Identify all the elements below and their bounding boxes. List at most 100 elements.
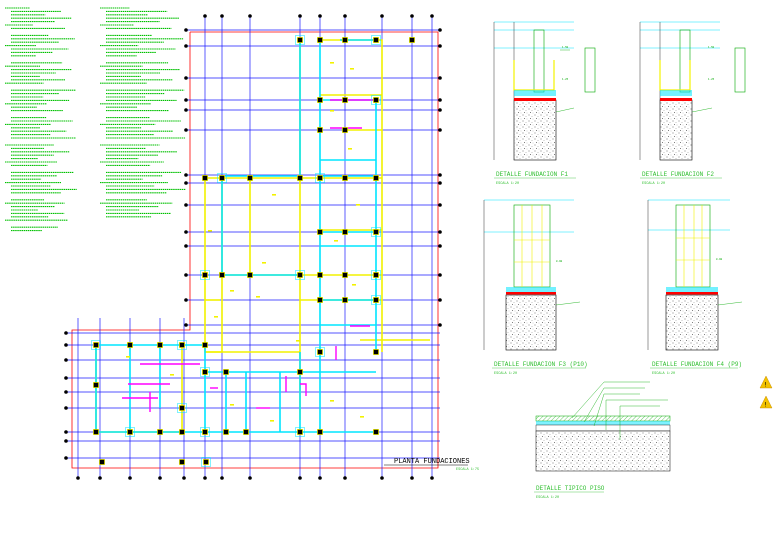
column-footing <box>342 127 348 133</box>
column-footing <box>297 369 303 375</box>
grid-axis-marker <box>438 128 442 132</box>
grid-axis-marker <box>438 28 442 32</box>
column-footing <box>127 429 133 435</box>
column-footing <box>202 342 208 348</box>
column-footing <box>179 459 185 465</box>
svg-text:0.90: 0.90 <box>556 260 563 263</box>
grid-axis-marker <box>318 14 322 18</box>
detail-piso-drawing <box>535 381 671 472</box>
column-footing <box>342 175 348 181</box>
column-footing <box>342 37 348 43</box>
grid-axis-marker <box>430 476 434 480</box>
grid-axis-marker <box>438 181 442 185</box>
grid-axis-marker <box>438 230 442 234</box>
grid-axis-marker <box>203 476 207 480</box>
grid-axis-marker <box>220 476 224 480</box>
detail-f1-title: DETALLE FUNDACION F1 <box>496 171 568 178</box>
plan-scale: ESCALA 1:75 <box>456 468 479 472</box>
grid-axis-markers <box>64 14 442 480</box>
detail-f2-scale: ESCALA 1:20 <box>642 182 665 186</box>
column-footing <box>179 405 185 411</box>
column-footing <box>317 297 323 303</box>
detail-f3-scale: ESCALA 1:20 <box>494 372 517 376</box>
column-footing <box>243 429 249 435</box>
column-footing <box>409 37 415 43</box>
svg-text:1.50: 1.50 <box>562 46 569 49</box>
column-footing <box>202 429 208 435</box>
grid-axis-marker <box>184 298 188 302</box>
grid-axis-marker <box>184 244 188 248</box>
grid-axis-marker <box>248 14 252 18</box>
detail-f4-drawing: 0.90 <box>647 199 743 351</box>
detail-f1-drawing: 1.50 1.25 <box>493 21 596 161</box>
column-footing <box>219 272 225 278</box>
detail-f4: 0.90 DETALLE FUNDACION F4 (P9) ESCALA 1:… <box>647 199 743 376</box>
column-footing <box>157 429 163 435</box>
svg-text:1.50: 1.50 <box>708 46 715 49</box>
grid-axis-marker <box>438 203 442 207</box>
grid-axis-marker <box>184 203 188 207</box>
column-footing <box>127 342 133 348</box>
column-footing <box>202 175 208 181</box>
grid-axis-marker <box>64 390 68 394</box>
svg-text:1.25: 1.25 <box>562 78 569 81</box>
column-footing <box>317 349 323 355</box>
general-notes-left <box>5 7 77 232</box>
grid-axis-marker <box>298 476 302 480</box>
grid-axis-marker <box>438 273 442 277</box>
column-footing <box>179 342 185 348</box>
svg-text:0.90: 0.90 <box>716 258 723 261</box>
column-footing <box>203 459 209 465</box>
grid-axis-marker <box>184 181 188 185</box>
svg-text:1.25: 1.25 <box>708 78 715 81</box>
column-footing <box>317 97 323 103</box>
column-footing <box>373 272 379 278</box>
column-footing <box>247 272 253 278</box>
grid-axis-marker <box>98 476 102 480</box>
grid-axis-marker <box>438 44 442 48</box>
site-boundary <box>71 31 439 469</box>
column-footing <box>297 175 303 181</box>
detail-f3-drawing: 0.90 <box>483 199 581 351</box>
grid-axis-marker <box>380 476 384 480</box>
grid-axis-marker <box>76 476 80 480</box>
column-footing <box>317 272 323 278</box>
column-footing <box>93 382 99 388</box>
grid-axis-marker <box>380 14 384 18</box>
grid-axis-marker <box>64 358 68 362</box>
detail-f2: 1.50 1.25 DETALLE FUNDACION F2 ESCALA 1:… <box>639 21 746 186</box>
grid-axis-marker <box>184 98 188 102</box>
detail-f4-scale: ESCALA 1:20 <box>652 372 675 376</box>
grid-axis-marker <box>220 14 224 18</box>
column-footing <box>342 272 348 278</box>
column-footing <box>317 429 323 435</box>
detail-piso: DETALLE TIPICO PISO ESCALA 1:20 <box>534 381 671 500</box>
grid-axis-marker <box>438 244 442 248</box>
svg-text:!: ! <box>765 402 767 409</box>
grid-axis-marker <box>64 439 68 443</box>
column-footing <box>373 229 379 235</box>
grid-axis-marker <box>184 230 188 234</box>
column-footing <box>93 342 99 348</box>
warning-triangle-icon: ! <box>759 375 773 389</box>
plan-annotations <box>126 62 364 422</box>
grid-axis-marker <box>343 14 347 18</box>
grid-axis-marker <box>184 323 188 327</box>
grid-axis-marker <box>438 298 442 302</box>
column-footing <box>317 37 323 43</box>
grid-axis-marker <box>410 14 414 18</box>
column-footing <box>202 272 208 278</box>
grid-axis-marker <box>438 173 442 177</box>
grid-axis-marker <box>438 108 442 112</box>
column-footing <box>219 175 225 181</box>
grid-axis-marker <box>438 323 442 327</box>
grid-axis-marker <box>128 476 132 480</box>
column-footing <box>373 175 379 181</box>
grid-axis-marker <box>64 376 68 380</box>
detail-f3-title: DETALLE FUNDACION F3 (P10) <box>494 361 588 368</box>
column-footing <box>93 429 99 435</box>
column-footing <box>202 369 208 375</box>
grid-axis-marker <box>184 173 188 177</box>
grid-axis-marker <box>438 98 442 102</box>
